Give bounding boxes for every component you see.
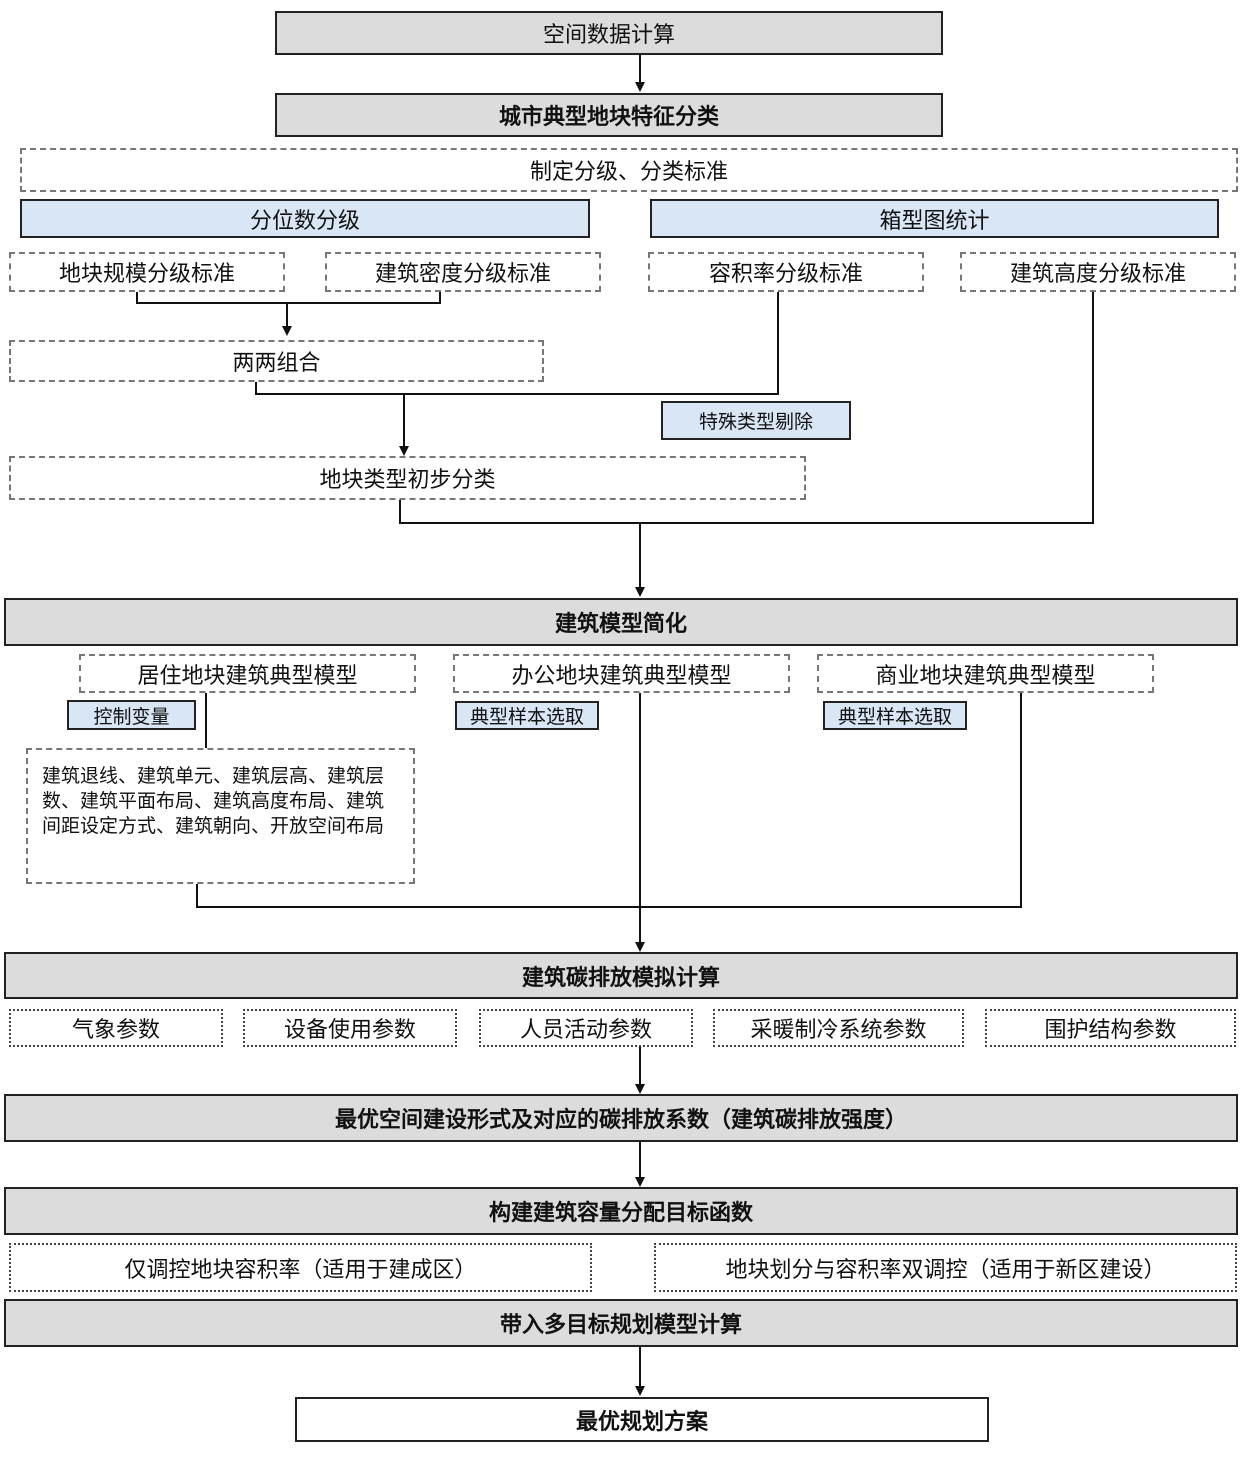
special-type-removal: 特殊类型剔除 <box>661 401 851 440</box>
quantile-grading: 分位数分级 <box>20 199 590 238</box>
preliminary-plot-classification: 地块类型初步分类 <box>9 456 806 500</box>
spatial-data-calculation: 空间数据计算 <box>275 11 943 55</box>
control-variables-list: 建筑退线、建筑单元、建筑层高、建筑层数、建筑平面布局、建筑高度布局、建筑间距设定… <box>26 748 415 884</box>
boxplot-statistics: 箱型图统计 <box>650 199 1219 238</box>
occupant-activity-parameters: 人员活动参数 <box>479 1009 693 1047</box>
equipment-parameters: 设备使用参数 <box>243 1009 457 1047</box>
commercial-sample-selection: 典型样本选取 <box>823 701 967 730</box>
grading-standards: 制定分级、分类标准 <box>20 148 1238 192</box>
residential-typical-model: 居住地块建筑典型模型 <box>79 654 416 693</box>
optimal-spatial-form: 最优空间建设形式及对应的碳排放系数（建筑碳排放强度） <box>4 1094 1238 1142</box>
typical-plot-classification: 城市典型地块特征分类 <box>275 93 943 137</box>
office-typical-model: 办公地块建筑典型模型 <box>453 654 790 693</box>
weather-parameters: 气象参数 <box>9 1009 223 1047</box>
control-variables: 控制变量 <box>67 700 196 730</box>
hvac-system-parameters: 采暖制冷系统参数 <box>713 1009 964 1047</box>
capacity-allocation-objective: 构建建筑容量分配目标函数 <box>4 1187 1238 1235</box>
envelope-parameters: 围护结构参数 <box>985 1009 1236 1047</box>
building-density-standard: 建筑密度分级标准 <box>325 252 601 292</box>
multi-objective-planning: 带入多目标规划模型计算 <box>4 1299 1238 1347</box>
optimal-plan: 最优规划方案 <box>295 1397 989 1442</box>
far-only-control: 仅调控地块容积率（适用于建成区） <box>9 1243 592 1292</box>
building-height-standard: 建筑高度分级标准 <box>960 252 1236 292</box>
far-standard: 容积率分级标准 <box>648 252 924 292</box>
building-model-simplification: 建筑模型简化 <box>4 598 1238 646</box>
plot-scale-standard: 地块规模分级标准 <box>9 252 285 292</box>
carbon-emission-simulation: 建筑碳排放模拟计算 <box>4 952 1238 999</box>
dual-control: 地块划分与容积率双调控（适用于新区建设） <box>654 1243 1237 1292</box>
commercial-typical-model: 商业地块建筑典型模型 <box>817 654 1154 693</box>
office-sample-selection: 典型样本选取 <box>455 701 599 730</box>
pairwise-combination: 两两组合 <box>9 340 544 382</box>
